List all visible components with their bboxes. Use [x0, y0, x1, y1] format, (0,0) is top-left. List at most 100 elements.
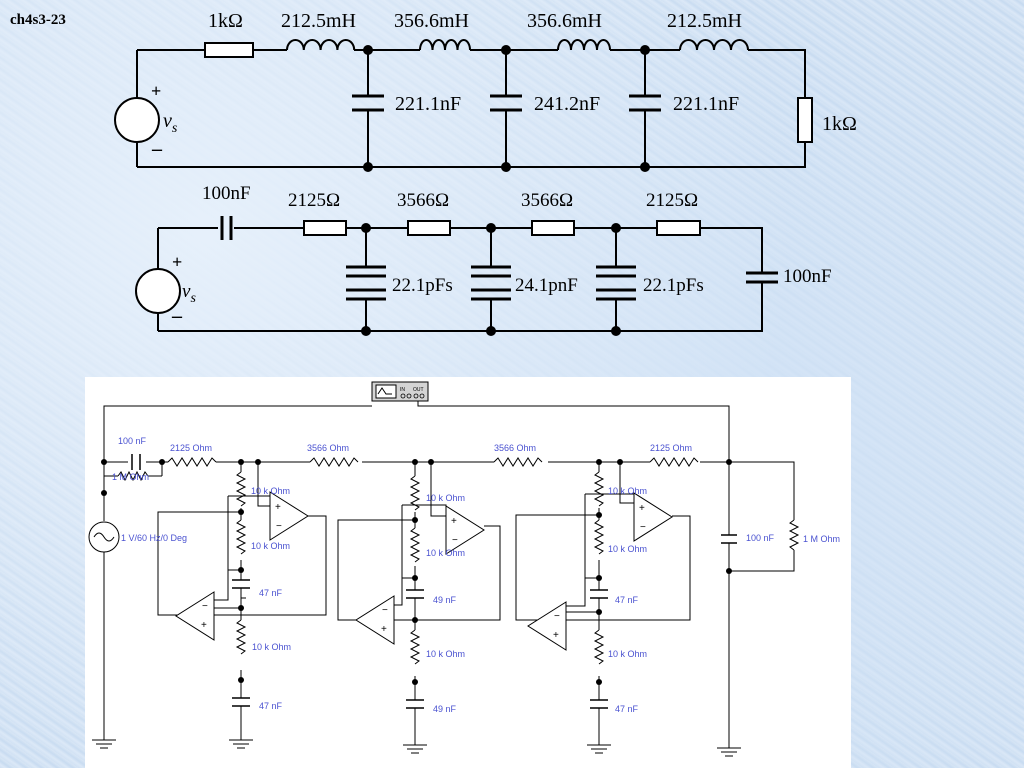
c1-label-l3: 356.6mH	[527, 10, 602, 32]
c2-source-minus: –	[171, 305, 183, 327]
simulation-schematic-panel: +− −+ +− −+ +− −+ IN OUT 100 nF 1 M Ohm …	[85, 377, 851, 768]
svg-text:10 k Ohm: 10 k Ohm	[608, 649, 647, 659]
c1-wire-top	[137, 49, 806, 98]
svg-text:47 nF: 47 nF	[259, 588, 283, 598]
c2-label-cap: 100nF	[202, 183, 251, 204]
output-cap	[721, 534, 737, 544]
c2-load-cap	[746, 271, 778, 284]
c2-resistor-2	[407, 220, 451, 236]
svg-text:10 k Ohm: 10 k Ohm	[426, 649, 465, 659]
label-output-cap: 100 nF	[746, 533, 775, 543]
c2-label-c2: 24.1pnF	[515, 275, 578, 296]
svg-text:10 k Ohm: 10 k Ohm	[608, 486, 647, 496]
input-cap	[131, 454, 141, 470]
label-series-4: 2125 Ohm	[650, 443, 692, 453]
oscilloscope-icon[interactable]: IN OUT	[371, 381, 429, 402]
c1-label-l2: 356.6mH	[394, 10, 469, 32]
c2-shunt-cap-2	[471, 265, 511, 301]
series-res-2	[309, 457, 359, 467]
svg-text:47 nF: 47 nF	[615, 595, 639, 605]
svg-text:10 k Ohm: 10 k Ohm	[252, 642, 291, 652]
svg-text:47 nF: 47 nF	[615, 704, 639, 714]
svg-text:OUT: OUT	[413, 387, 424, 393]
c2-source-plus: +	[172, 252, 182, 272]
svg-text:−: −	[554, 611, 560, 622]
c1-source-label: vs	[163, 110, 178, 136]
c2-shunt-cap-1	[346, 265, 386, 301]
series-res-3	[493, 457, 543, 467]
c1-label-l1: 212.5mH	[281, 10, 356, 32]
label-series-1: 2125 Ohm	[170, 443, 212, 453]
c1-source-minus: –	[151, 138, 163, 160]
c1-source-circle	[114, 97, 160, 143]
c1-inductor-1	[286, 39, 356, 51]
svg-text:10 k Ohm: 10 k Ohm	[251, 541, 290, 551]
c1-cap-3	[629, 94, 661, 112]
c1-label-c1: 221.1nF	[395, 93, 461, 115]
svg-text:+: +	[451, 516, 457, 527]
ladder-schematics: 1kΩ 212.5mH 356.6mH 356.6mH 212.5mH 221.…	[114, 10, 857, 336]
svg-text:+: +	[201, 620, 207, 631]
c2-source-circle	[135, 268, 181, 314]
gic-section-3	[515, 462, 691, 754]
c1-resistor-1k	[204, 42, 254, 58]
label-source: 1 V/60 Hz/0 Deg	[121, 533, 187, 543]
svg-text:−: −	[202, 601, 208, 612]
c1-label-load: 1kΩ	[822, 113, 857, 135]
c2-resistor-4	[656, 220, 701, 236]
c2-label-r1: 2125Ω	[288, 190, 340, 211]
svg-text:10 k Ohm: 10 k Ohm	[426, 493, 465, 503]
gic-filter-schematic: +− −+ +− −+ +− −+ IN OUT 100 nF 1 M Ohm …	[88, 381, 840, 757]
svg-text:49 nF: 49 nF	[433, 595, 457, 605]
label-output-res: 1 M Ohm	[803, 534, 840, 544]
c2-resistor-1	[303, 220, 347, 236]
c2-label-c1: 22.1pFs	[392, 275, 453, 296]
c1-inductor-2	[419, 39, 471, 51]
output-resistor	[788, 519, 800, 551]
svg-text:+: +	[553, 630, 559, 641]
c2-label-load: 100nF	[783, 266, 832, 287]
label-series-2: 3566 Ohm	[307, 443, 349, 453]
c2-label-r4: 2125Ω	[646, 190, 698, 211]
series-res-1	[167, 457, 217, 467]
svg-text:IN: IN	[400, 387, 405, 393]
c1-label-c3: 221.1nF	[673, 93, 739, 115]
slide-label: ch4s3-23	[10, 12, 66, 28]
c1-label-r1: 1kΩ	[208, 10, 243, 32]
series-res-4	[649, 457, 699, 467]
gic-section-1	[157, 462, 327, 749]
svg-text:−: −	[452, 535, 458, 546]
svg-text:+: +	[275, 502, 281, 513]
svg-text:10 k Ohm: 10 k Ohm	[426, 548, 465, 558]
label-input-res: 1 M Ohm	[112, 472, 149, 482]
c1-label-c2: 241.2nF	[534, 93, 600, 115]
c2-source-label: vs	[182, 281, 196, 306]
c1-cap-2	[490, 94, 522, 112]
c1-wire-bottom	[137, 142, 806, 168]
svg-text:+: +	[381, 624, 387, 635]
svg-text:10 k Ohm: 10 k Ohm	[251, 486, 290, 496]
label-series-3: 3566 Ohm	[494, 443, 536, 453]
svg-text:10 k Ohm: 10 k Ohm	[608, 544, 647, 554]
svg-text:−: −	[382, 605, 388, 616]
svg-text:+: +	[639, 503, 645, 514]
c1-label-l4: 212.5mH	[667, 10, 742, 32]
svg-text:49 nF: 49 nF	[433, 704, 457, 714]
c2-shunt-cap-3	[596, 265, 636, 301]
c2-label-r2: 3566Ω	[397, 190, 449, 211]
label-input-cap: 100 nF	[118, 436, 147, 446]
c2-label-r3: 3566Ω	[521, 190, 573, 211]
c1-inductor-4	[679, 39, 749, 51]
c1-cap-1	[352, 94, 384, 112]
c2-series-cap	[220, 216, 233, 240]
gic-section-2	[337, 462, 501, 754]
c2-label-c3: 22.1pFs	[643, 275, 704, 296]
c1-source-plus: +	[151, 81, 161, 101]
svg-text:−: −	[276, 521, 282, 532]
svg-text:−: −	[640, 522, 646, 533]
input-resistor	[117, 470, 149, 482]
c2-wire-bottom	[158, 282, 763, 332]
c2-resistor-3	[531, 220, 575, 236]
c1-load-resistor	[797, 97, 813, 143]
c1-inductor-3	[557, 39, 611, 51]
